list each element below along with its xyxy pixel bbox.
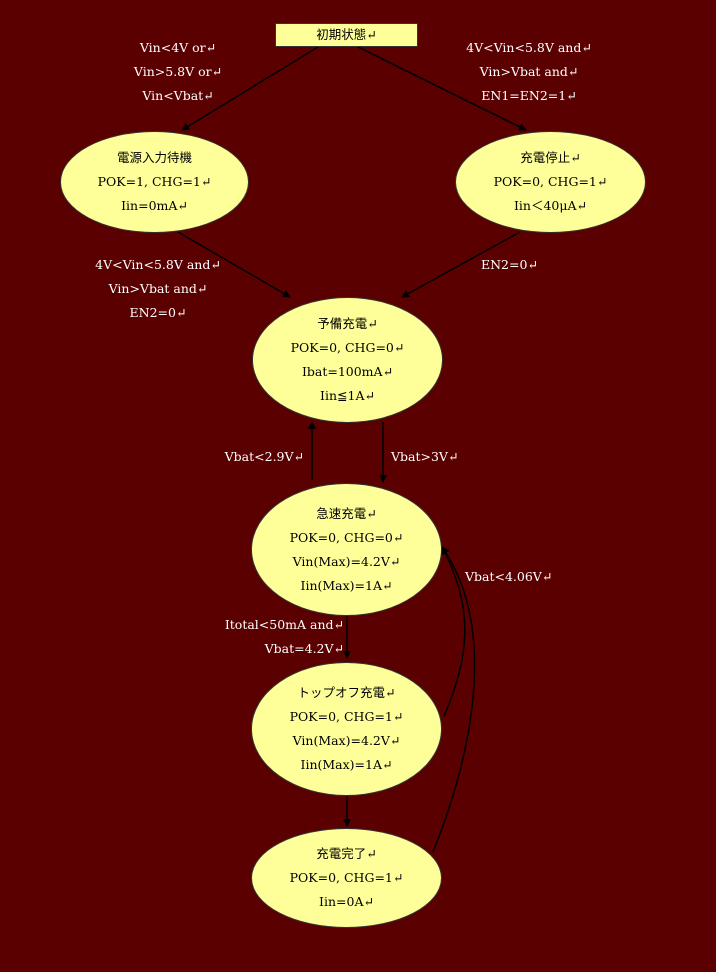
arrow-start-to-stop bbox=[357, 46, 527, 131]
transition-text: Vin<Vbat↵ bbox=[142, 88, 214, 103]
transition-text: Vin>Vbat and↵ bbox=[479, 64, 579, 79]
transition-text: Itotal<50mA and↵ bbox=[224, 617, 344, 632]
state-done-title: 充電完了↵ bbox=[316, 846, 377, 861]
transition-text: Vin>5.8V or↵ bbox=[133, 64, 223, 79]
state-done-line2: POK=0, CHG=1↵ bbox=[289, 870, 404, 885]
transition-label-fast-to-topoff: Itotal<50mA and↵ Vbat=4.2V↵ bbox=[200, 613, 344, 661]
state-topoff-line2: POK=0, CHG=1↵ bbox=[289, 709, 404, 724]
transition-text: 4V<Vin<5.8V and↵ bbox=[466, 40, 592, 55]
state-precharge-line2: POK=0, CHG=0↵ bbox=[290, 340, 405, 355]
state-topoff-title: トップオフ充電↵ bbox=[297, 685, 396, 700]
state-standby-line3: Iin=0mA↵ bbox=[121, 198, 188, 213]
transition-text: Vbat=4.2V↵ bbox=[264, 641, 344, 656]
state-standby-title: 電源入力待機 bbox=[116, 150, 192, 165]
transition-label-stop-to-precharge: EN2=0↵ bbox=[481, 253, 538, 277]
state-fast-line2: POK=0, CHG=0↵ bbox=[289, 529, 404, 545]
arrow-topoff-to-fast bbox=[441, 546, 466, 717]
transition-label-standby-to-precharge: 4V<Vin<5.8V and↵ Vin>Vbat and↵ EN2=0↵ bbox=[88, 253, 228, 325]
state-fast-title: 急速充電↵ bbox=[316, 505, 377, 521]
transition-text: EN2=0↵ bbox=[481, 257, 538, 272]
state-stop: 充電停止↵ POK=0, CHG=1↵ Iin＜40μA↵ bbox=[455, 131, 646, 233]
transition-text: Vin>Vbat and↵ bbox=[108, 281, 208, 296]
state-precharge-title: 予備充電↵ bbox=[317, 316, 378, 331]
state-done-line3: Iin=0A↵ bbox=[319, 894, 374, 909]
transition-label-precharge-to-fast: Vbat>3V↵ bbox=[391, 445, 458, 469]
transition-text: EN1=EN2=1↵ bbox=[481, 88, 577, 103]
initial-state-box: 初期状態↵ bbox=[275, 23, 418, 47]
state-precharge-line4: Iin≦1A↵ bbox=[320, 388, 375, 403]
transition-text: 4V<Vin<5.8V and↵ bbox=[95, 257, 221, 272]
state-precharge: 予備充電↵ POK=0, CHG=0↵ Ibat=100mA↵ Iin≦1A↵ bbox=[252, 297, 443, 423]
arrow-standby-to-precharge bbox=[177, 231, 291, 298]
transition-text: EN2=0↵ bbox=[129, 305, 187, 320]
state-charge-done: 充電完了↵ POK=0, CHG=1↵ Iin=0A↵ bbox=[251, 828, 442, 928]
transition-label-to-standby: Vin<4V or↵ Vin>5.8V or↵ Vin<Vbat↵ bbox=[118, 36, 238, 108]
state-topoff-charge: トップオフ充電↵ POK=0, CHG=1↵ Vin(Max)=4.2V↵ Ii… bbox=[251, 662, 442, 796]
transition-label-fast-to-precharge: Vbat<2.9V↵ bbox=[200, 445, 304, 469]
transition-text: Vbat>3V↵ bbox=[391, 449, 459, 464]
transition-label-recharge: Vbat<4.06V↵ bbox=[465, 565, 552, 589]
state-topoff-line3: Vin(Max)=4.2V↵ bbox=[292, 733, 401, 748]
state-topoff-line4: Iin(Max)=1A↵ bbox=[300, 757, 393, 772]
transition-label-to-stop: 4V<Vin<5.8V and↵ Vin>Vbat and↵ EN1=EN2=1… bbox=[459, 36, 599, 108]
state-precharge-line3: Ibat=100mA↵ bbox=[301, 364, 394, 379]
arrow-done-to-fast bbox=[432, 546, 476, 853]
transition-text: Vbat<4.06V↵ bbox=[465, 569, 553, 584]
state-standby-line2: POK=1, CHG=1↵ bbox=[97, 174, 212, 189]
state-fast-line4: Iin(Max)=1A↵ bbox=[300, 577, 393, 593]
state-fast-line3: Vin(Max)=4.2V↵ bbox=[292, 553, 401, 569]
transition-text: Vin<4V or↵ bbox=[139, 40, 217, 55]
arrow-start-to-standby bbox=[181, 46, 319, 131]
state-stop-title: 充電停止↵ bbox=[520, 150, 581, 165]
state-fast-charge: 急速充電↵ POK=0, CHG=0↵ Vin(Max)=4.2V↵ Iin(M… bbox=[251, 483, 442, 616]
arrow-stop-to-precharge bbox=[401, 231, 521, 298]
transition-text: Vbat<2.9V↵ bbox=[224, 449, 304, 464]
state-standby: 電源入力待機 POK=1, CHG=1↵ Iin=0mA↵ bbox=[60, 131, 249, 233]
state-stop-line2: POK=0, CHG=1↵ bbox=[493, 174, 608, 189]
state-stop-line3: Iin＜40μA↵ bbox=[513, 198, 588, 213]
